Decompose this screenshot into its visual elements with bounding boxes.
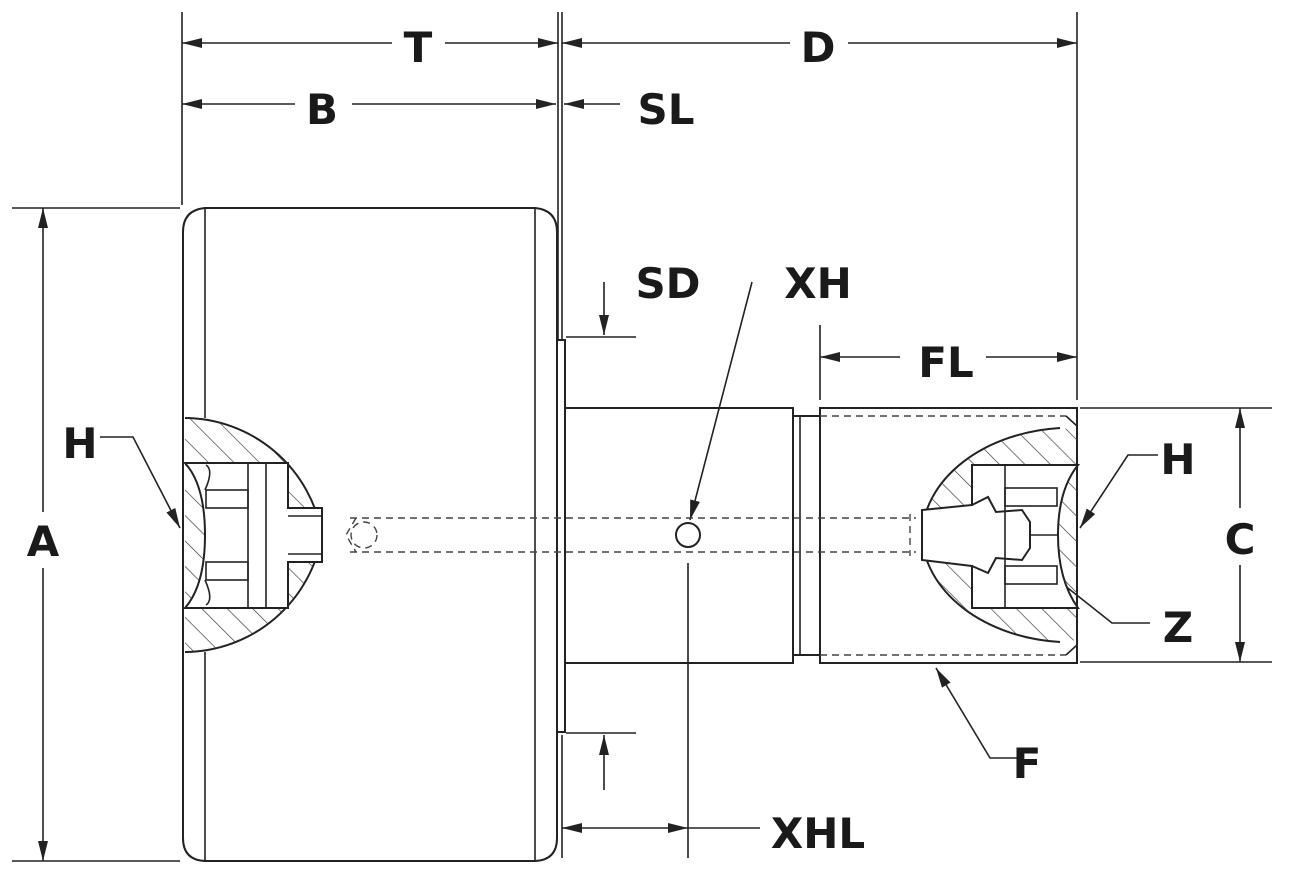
label-H-left: H <box>62 419 97 468</box>
label-F: F <box>1013 739 1042 788</box>
left-socket-section <box>182 417 324 653</box>
label-FL: FL <box>918 338 973 387</box>
label-Z: Z <box>1163 603 1193 652</box>
leader-lines <box>100 281 1158 759</box>
lube-passage <box>345 514 916 556</box>
label-A: A <box>27 517 60 566</box>
label-C: C <box>1225 515 1256 564</box>
label-T: T <box>404 23 433 72</box>
dimension-labels: T D B SL SD XH FL H H A C Z F XHL <box>27 23 1256 858</box>
right-socket-section <box>920 427 1081 643</box>
label-XHL: XHL <box>771 809 865 858</box>
dimension-lines <box>38 38 1245 861</box>
label-B: B <box>306 85 338 134</box>
label-D: D <box>801 23 836 72</box>
outer-ring <box>182 207 558 862</box>
label-XH: XH <box>784 259 852 308</box>
label-H-right: H <box>1160 435 1195 484</box>
label-SL: SL <box>637 85 694 134</box>
label-SD: SD <box>635 259 700 308</box>
